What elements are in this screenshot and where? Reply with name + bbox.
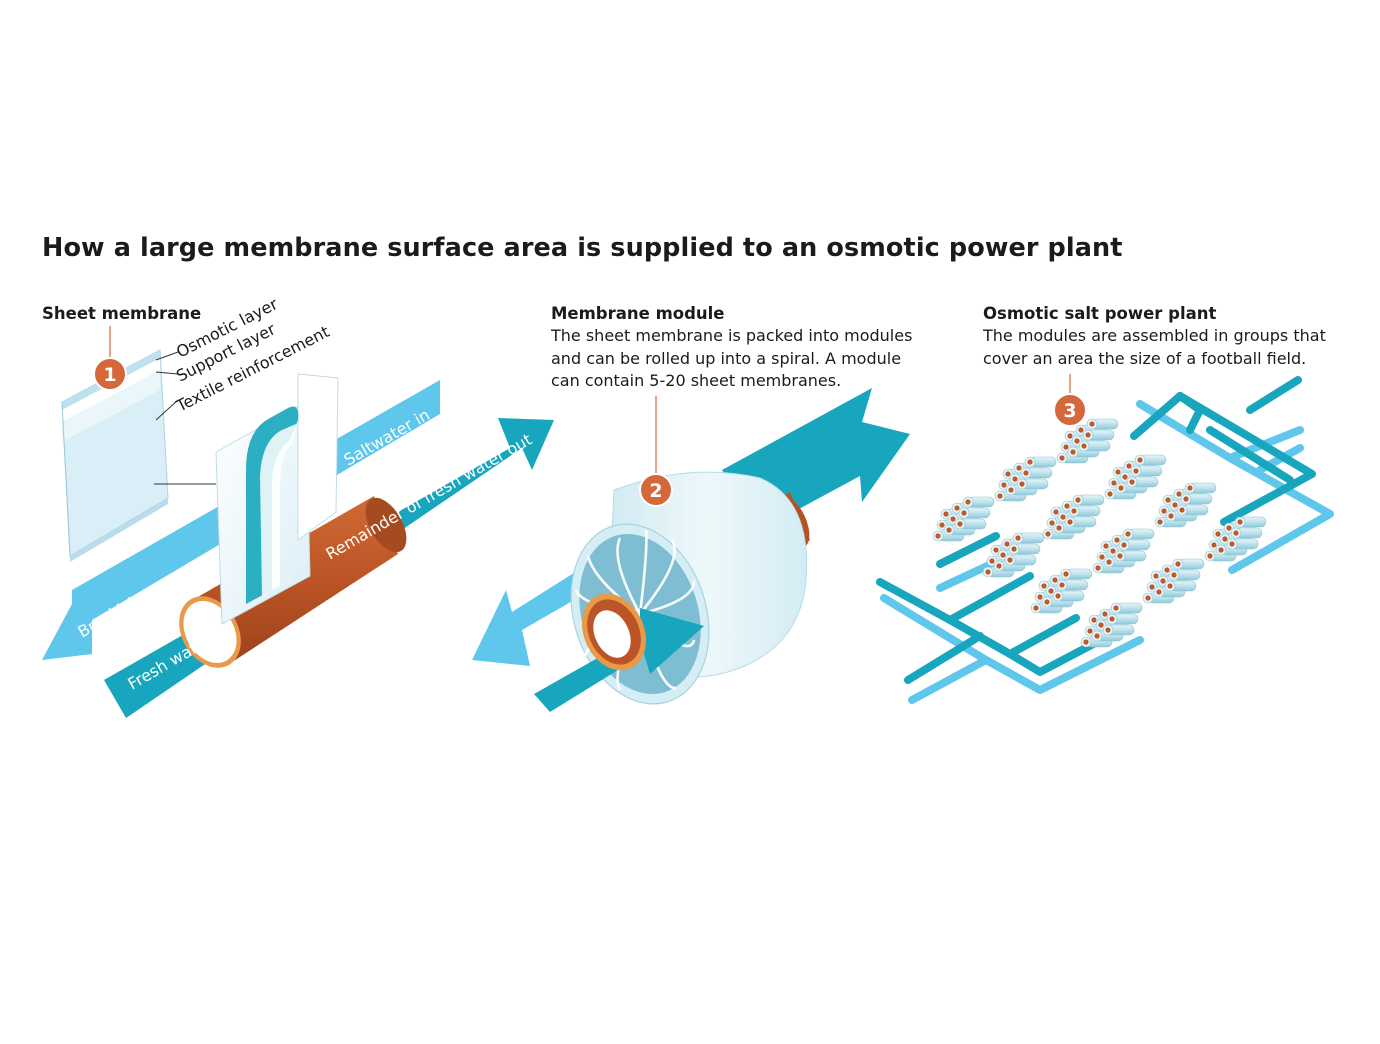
panel-2-description-line: The sheet membrane is packed into module… bbox=[551, 326, 913, 345]
sheet-membrane-illustration: 1 Osmotic layer Support layer Textile re… bbox=[42, 294, 554, 718]
panel-1-heading: Sheet membrane bbox=[42, 304, 202, 323]
step-3-marker: 3 bbox=[1063, 400, 1076, 422]
power-plant-illustration: 3 bbox=[876, 374, 1334, 704]
panel-3-description-line: The modules are assembled in groups that bbox=[983, 326, 1326, 345]
panel-2-heading: Membrane module bbox=[551, 304, 725, 323]
diagram-title: How a large membrane surface area is sup… bbox=[42, 233, 1123, 263]
panel-2-description-line: and can be rolled up into a spiral. A mo… bbox=[551, 348, 902, 368]
panel-3-heading: Osmotic salt power plant bbox=[983, 304, 1217, 323]
membrane-module-illustration: 2 bbox=[472, 388, 910, 712]
panel-3-description-line: cover an area the size of a football fie… bbox=[983, 348, 1307, 368]
panel-2-description-line: can contain 5-20 sheet membranes. bbox=[551, 371, 842, 390]
panel-2-description: The sheet membrane is packed into module… bbox=[551, 325, 912, 393]
panel-3-description: The modules are assembled in groups that… bbox=[983, 325, 1326, 370]
step-2-marker: 2 bbox=[649, 480, 662, 502]
step-1-marker: 1 bbox=[103, 364, 116, 386]
